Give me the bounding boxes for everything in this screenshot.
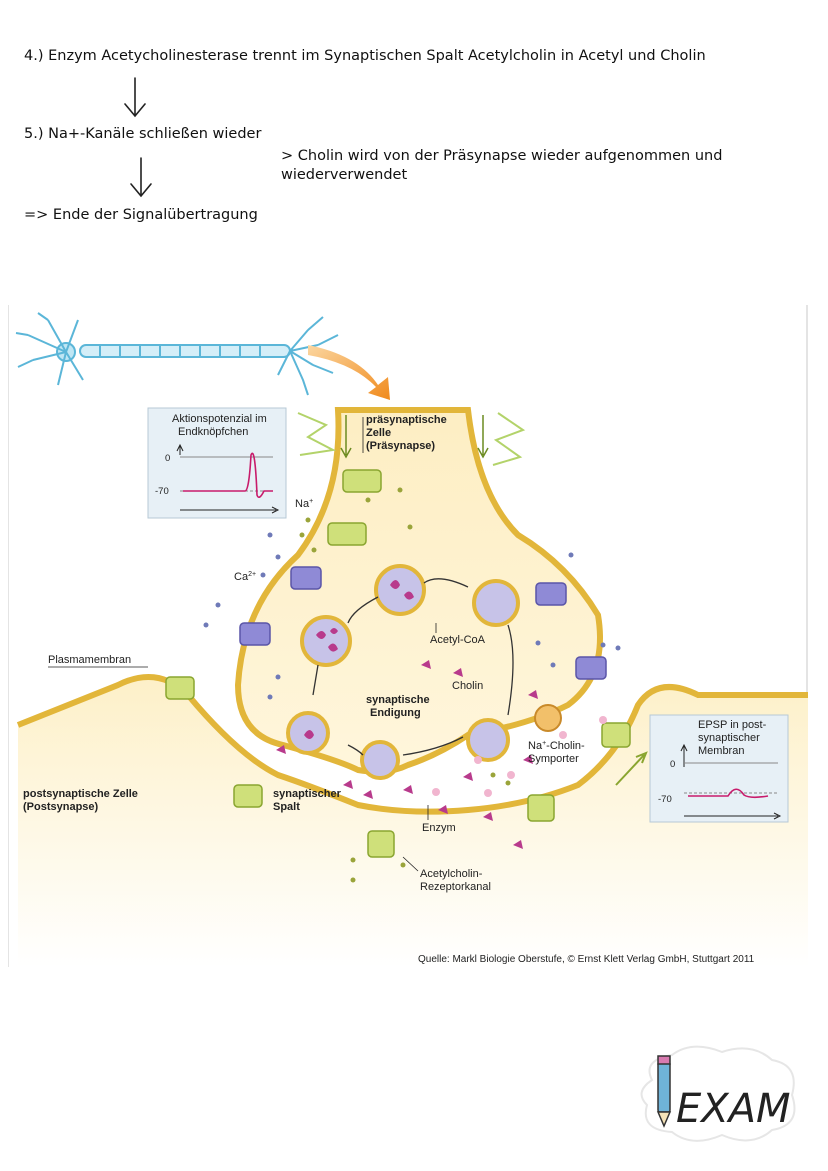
choline-fragments — [432, 716, 607, 797]
arrow-stimulus-1 — [340, 415, 352, 459]
acetylcholine-molecules — [276, 660, 538, 849]
note-step-4: 4.) Enzym Acetycholinesterase trennt im … — [24, 48, 706, 64]
note-cholin-line1: > Cholin wird von der Präsynapse wieder … — [281, 148, 723, 164]
arrow-to-epsp — [615, 751, 648, 786]
label-spalt-1: synaptischer — [273, 788, 342, 800]
epsp-title-line1: EPSP in post- — [698, 719, 767, 731]
label-ca: Ca2+ — [234, 571, 256, 583]
note-cholin-line2: wiederverwendet — [281, 167, 408, 183]
label-praesynapse-1: präsynaptische — [366, 414, 447, 426]
down-arrow-icon — [130, 157, 152, 198]
label-acetyl-coa: Acetyl-CoA — [430, 634, 486, 646]
neuron-illustration — [15, 312, 339, 396]
label-praesynapse-3: (Präsynapse) — [366, 440, 435, 452]
down-arrow-icon — [124, 77, 146, 118]
synaptic-vesicles — [286, 564, 520, 780]
note-end: => Ende der Signalübertragung — [24, 207, 258, 223]
epsp-tick-0: 0 — [670, 759, 675, 770]
label-postsynapse-1: postsynaptische Zelle — [23, 788, 138, 800]
synapse-figure: Aktionspotenzial im Endknöpfchen 0 -70 E… — [8, 305, 808, 967]
label-syn-endigung-2: Endigung — [370, 707, 421, 719]
label-symporter-2: Symporter — [528, 753, 579, 765]
exam-logo-text: EXAM — [676, 1086, 791, 1132]
stimulus-left — [297, 412, 337, 456]
orange-zoom-arrow — [308, 345, 390, 400]
label-postsynapse-2: (Postsynapse) — [23, 801, 99, 813]
epsp-tick-70: -70 — [658, 794, 672, 805]
recycling-cycle-arrows — [312, 578, 514, 756]
ap-title-line1: Aktionspotenzial im — [172, 413, 267, 425]
label-spalt-2: Spalt — [273, 801, 300, 813]
ap-tick-0: 0 — [165, 453, 170, 464]
pencil-icon — [656, 1055, 672, 1128]
label-rezeptor-1: Acetylcholin- — [420, 868, 483, 880]
calcium-dots — [203, 532, 621, 700]
label-na: Na+ — [295, 498, 313, 510]
ap-title-line2: Endknöpfchen — [178, 426, 248, 438]
label-rezeptor-2: Rezeptorkanal — [420, 881, 491, 893]
na-cholin-symporter — [534, 704, 562, 732]
ion-dots — [299, 487, 511, 883]
stimulus-right — [492, 412, 526, 466]
label-praesynapse-2: Zelle — [366, 427, 391, 439]
label-enzym: Enzym — [422, 822, 456, 834]
calcium-channels — [239, 566, 607, 680]
sodium-channels — [165, 469, 631, 858]
epsp-title-line3: Membran — [698, 745, 744, 757]
epsp-inset: EPSP in post- synaptischer Membran 0 -70 — [649, 714, 789, 823]
exam-logo: EXAM — [640, 1045, 796, 1142]
label-cholin: Cholin — [452, 680, 483, 692]
note-step-5: 5.) Na+-Kanäle schließen wieder — [24, 126, 262, 142]
label-plasmamembran: Plasmamembran — [48, 654, 131, 666]
ap-tick-70: -70 — [155, 486, 169, 497]
label-symporter-1: Na+-Cholin- — [528, 740, 585, 752]
figure-source: Quelle: Markl Biologie Oberstufe, © Erns… — [418, 954, 755, 965]
ap-inset: Aktionspotenzial im Endknöpfchen 0 -70 — [147, 407, 287, 519]
arrow-stimulus-2 — [477, 415, 489, 459]
epsp-title-line2: synaptischer — [698, 732, 760, 744]
postsynaptic-cell — [18, 677, 808, 967]
label-syn-endigung-1: synaptische — [366, 694, 430, 706]
